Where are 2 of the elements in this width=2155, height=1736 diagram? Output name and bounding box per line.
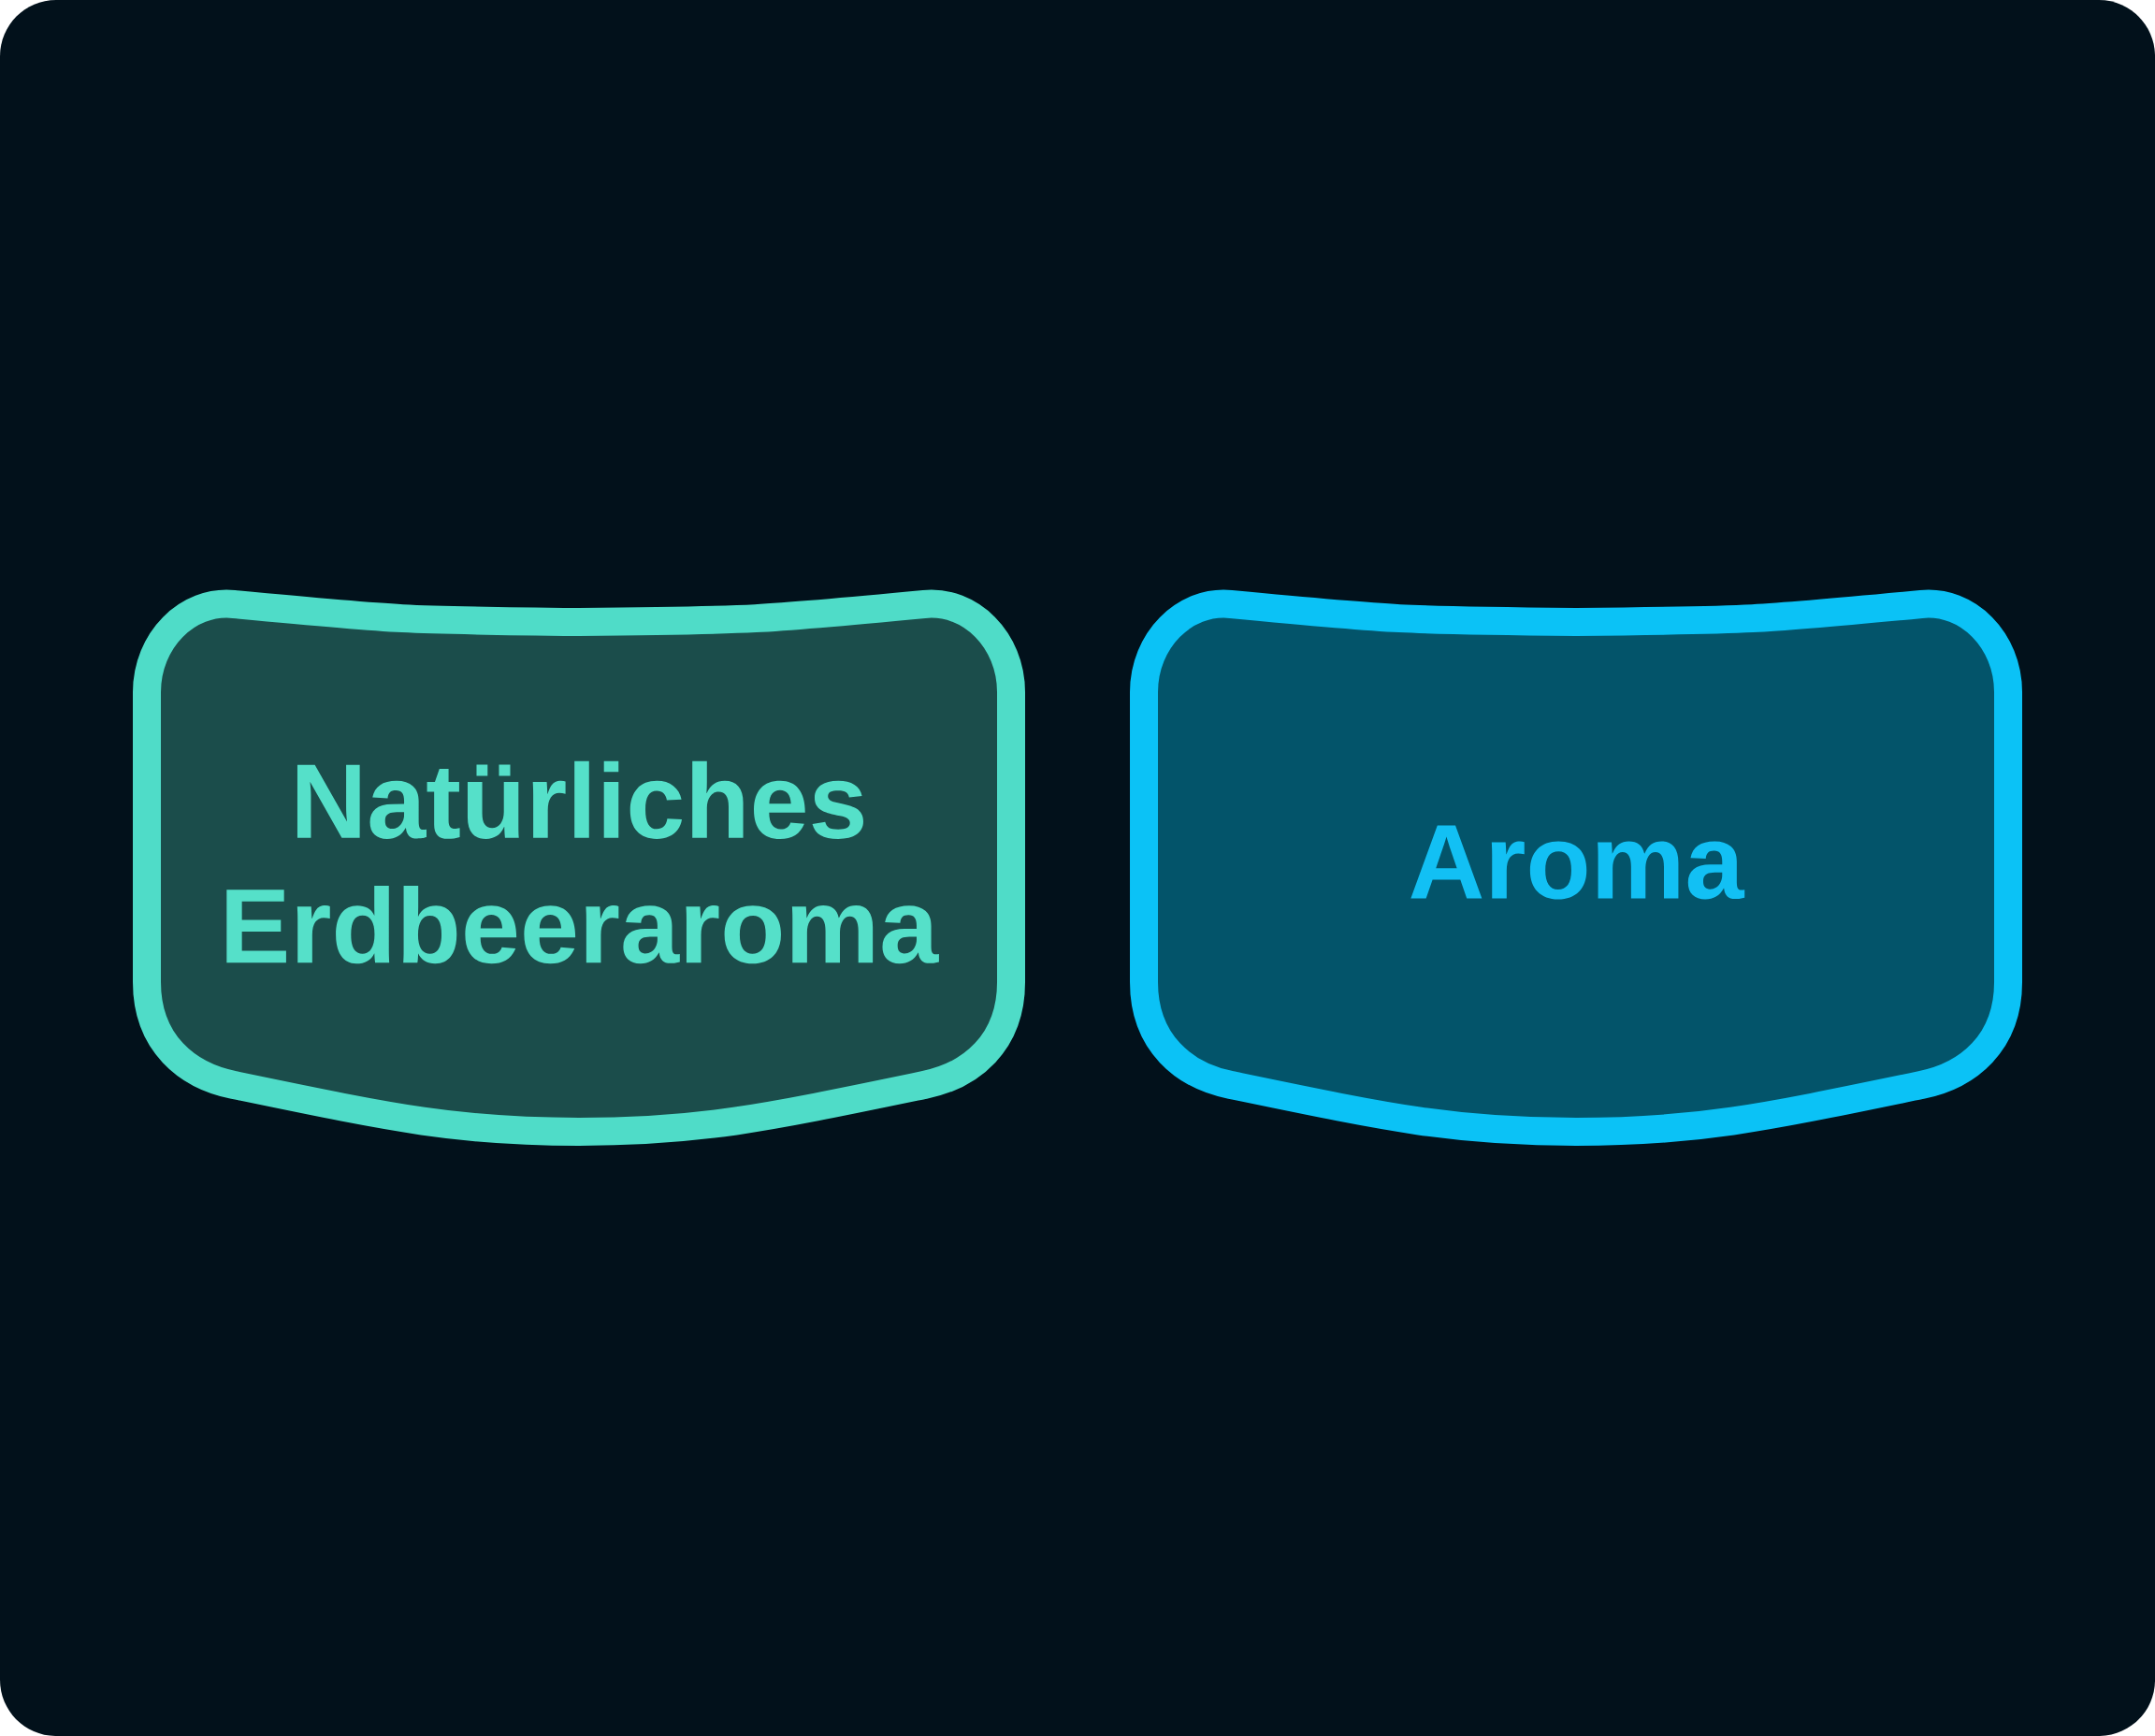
label-box: Aroma	[1130, 589, 2022, 1146]
label-box: Natürliches Erdbeeraroma	[133, 589, 1025, 1146]
